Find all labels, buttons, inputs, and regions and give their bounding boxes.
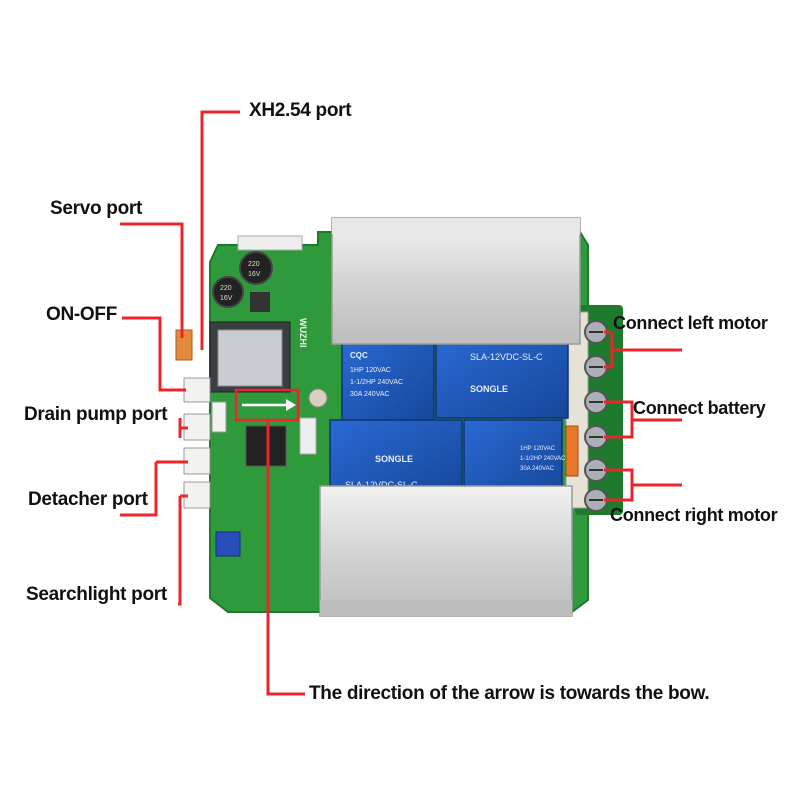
svg-text:16V: 16V bbox=[248, 271, 261, 278]
relay-top-right: SLA-12VDC-SL-C SONGLE bbox=[435, 335, 569, 419]
svg-text:16V: 16V bbox=[220, 295, 233, 302]
svg-text:1-1/2HP 240VAC: 1-1/2HP 240VAC bbox=[520, 456, 566, 462]
label-on-off: ON-OFF bbox=[46, 304, 118, 325]
svg-text:WUZHI: WUZHI bbox=[298, 318, 308, 348]
callout-lines bbox=[120, 110, 682, 696]
relay-top-left: 1HP 120VAC 1-1/2HP 240VAC 30A 240VAC CQC bbox=[341, 337, 435, 423]
svg-text:1-1/2HP 240VAC: 1-1/2HP 240VAC bbox=[350, 379, 403, 386]
heatsink-top bbox=[331, 217, 581, 345]
svg-text:SLA-12VDC-SL-C: SLA-12VDC-SL-C bbox=[470, 352, 543, 362]
xh-header bbox=[237, 235, 303, 251]
svg-text:220: 220 bbox=[220, 285, 232, 292]
potentiometer bbox=[215, 531, 241, 557]
svg-text:SLA-12VDC-SL-C: SLA-12VDC-SL-C bbox=[345, 480, 418, 490]
label-drain-pump-port: Drain pump port bbox=[24, 404, 168, 425]
svg-text:30A 240VAC: 30A 240VAC bbox=[520, 466, 555, 472]
capacitors: 220 16V 220 16V bbox=[212, 251, 328, 408]
wifi-module: WUZHI bbox=[209, 318, 308, 393]
svg-text:220: 220 bbox=[248, 261, 260, 268]
svg-text:30A 240VAC: 30A 240VAC bbox=[350, 391, 390, 398]
relay-bottom-right: 1HP 120VAC 1-1/2HP 240VAC 30A 240VAC bbox=[463, 419, 566, 497]
label-connect-left-motor: Connect left motor bbox=[613, 313, 768, 333]
label-xh254-port: XH2.54 port bbox=[249, 100, 352, 121]
svg-text:SONGLE: SONGLE bbox=[470, 384, 508, 394]
label-servo-port: Servo port bbox=[50, 198, 143, 219]
servo-header bbox=[175, 329, 193, 361]
svg-text:1HP 120VAC: 1HP 120VAC bbox=[350, 367, 391, 374]
svg-text:CQC: CQC bbox=[350, 351, 368, 360]
svg-text:SONGLE: SONGLE bbox=[375, 454, 413, 464]
label-connect-right-motor: Connect right motor bbox=[610, 505, 778, 525]
label-connect-battery: Connect battery bbox=[633, 398, 766, 418]
label-detacher-port: Detacher port bbox=[28, 489, 148, 510]
label-arrow-direction-note: The direction of the arrow is towards th… bbox=[309, 683, 710, 704]
label-searchlight-port: Searchlight port bbox=[26, 584, 167, 605]
mcu-chip bbox=[245, 425, 287, 467]
heatsink-bottom bbox=[319, 485, 573, 617]
svg-text:1HP 120VAC: 1HP 120VAC bbox=[520, 446, 556, 452]
relay-bottom-left: SONGLE SLA-12VDC-SL-C bbox=[329, 419, 463, 497]
